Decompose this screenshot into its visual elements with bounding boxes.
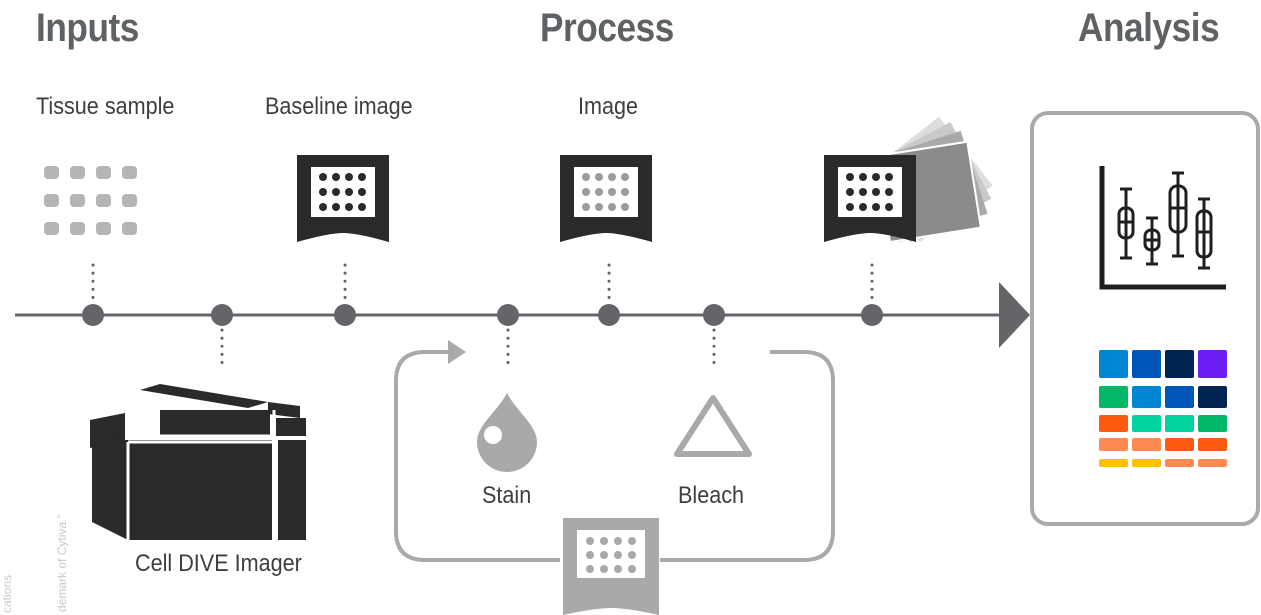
heatmap-cell-r4-c3 (1198, 459, 1227, 467)
heatmap-cell-r0-c3 (1198, 350, 1227, 378)
cycle-arrowhead (448, 340, 466, 364)
timeline-nodes (82, 304, 883, 326)
heatmap-cell-r2-c1 (1132, 415, 1161, 432)
heatmap-cell-r1-c3 (1198, 386, 1227, 408)
image-stack-icon (824, 116, 993, 244)
heatmap-cell-r3-c0 (1099, 438, 1128, 451)
stain-label: Stain (482, 482, 532, 509)
heatmap-cell-r1-c2 (1165, 386, 1194, 408)
baseline-device-icon (297, 155, 389, 242)
node-tissue (82, 304, 104, 326)
node-image (598, 304, 620, 326)
heatmap-cell-r3-c1 (1132, 438, 1161, 451)
image-label: Image (578, 93, 639, 120)
node-bleach (703, 304, 725, 326)
heatmap-cell-r3-c2 (1165, 438, 1194, 451)
analysis-heading: Analysis (1078, 6, 1220, 50)
timeline-arrowhead (999, 282, 1030, 348)
inputs-heading: Inputs (36, 6, 139, 50)
heatmap-cell-r1-c0 (1099, 386, 1128, 408)
heatmap-cell-r2-c3 (1198, 415, 1227, 432)
droplet-icon (477, 393, 537, 472)
heatmap-cell-r0-c2 (1165, 350, 1194, 378)
box-plot-icon (1099, 166, 1226, 290)
node-stack (861, 304, 883, 326)
triangle-icon (674, 395, 752, 457)
bleach-label: Bleach (678, 482, 745, 509)
baseline-image-label: Baseline image (265, 93, 413, 120)
heatmap-cell-r1-c1 (1132, 386, 1161, 408)
heatmap-cell-r4-c2 (1165, 459, 1194, 467)
node-stain (497, 304, 519, 326)
image-device-icon (560, 155, 652, 242)
heatmap-cell-r3-c3 (1198, 438, 1227, 451)
node-baseline (334, 304, 356, 326)
heatmap-grid (1099, 350, 1227, 467)
heatmap-cell-r4-c1 (1132, 459, 1161, 467)
heatmap-cell-r0-c0 (1099, 350, 1128, 378)
imager-machine-icon (90, 384, 306, 540)
heatmap-cell-r2-c2 (1165, 415, 1194, 432)
node-imager (211, 304, 233, 326)
loop-device-icon (563, 518, 659, 615)
heatmap-cell-r4-c0 (1099, 459, 1128, 467)
heatmap-cell-r2-c0 (1099, 415, 1128, 432)
process-heading: Process (540, 6, 674, 50)
heatmap-cell-r0-c1 (1132, 350, 1161, 378)
cycle-loop (394, 350, 835, 562)
tissue-sample-label: Tissue sample (36, 93, 175, 120)
imager-label: Cell DIVE Imager (135, 550, 302, 577)
dotted-connectors (91, 263, 874, 367)
tissue-sample-icon (44, 166, 137, 235)
